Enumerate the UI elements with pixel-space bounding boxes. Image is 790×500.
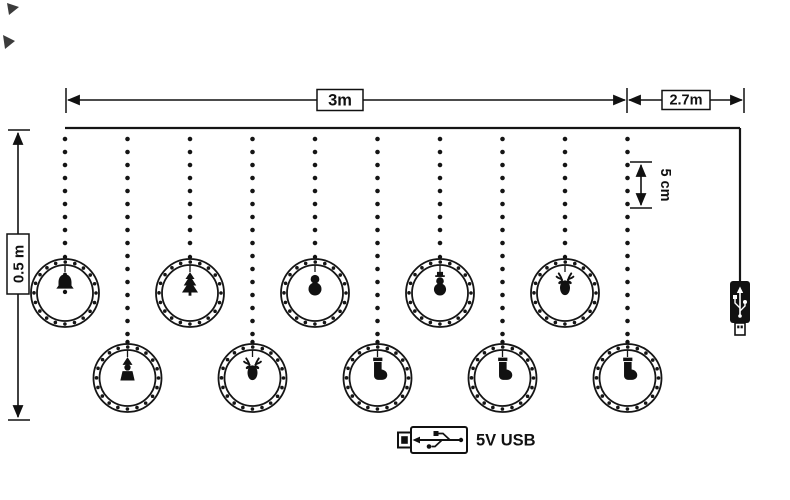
power-legend: 5V USB: [397, 426, 536, 454]
ring-leds: [532, 260, 598, 326]
ring-outer: [280, 258, 350, 328]
ring-leds: [407, 260, 473, 326]
light-string: [530, 136, 600, 328]
usb-plug-trident-square: [433, 431, 439, 436]
ornament-snowman-hat-icon: [433, 271, 447, 296]
dim-label-box-0-5m: [6, 233, 30, 295]
light-string: [155, 136, 225, 328]
ring-leds: [469, 345, 536, 411]
ornament-stocking-icon: [498, 357, 513, 380]
usb-contact-2: [740, 325, 743, 329]
ring-hook: [187, 254, 193, 260]
ring-outer: [155, 258, 225, 328]
ring-leds: [94, 345, 161, 411]
usb-plug-trident-branch-down: [431, 439, 443, 448]
usb-connector-icon: [730, 281, 750, 336]
dimension-label-3m: 3m: [328, 92, 352, 110]
ring-hook: [375, 339, 380, 345]
light-string: [592, 136, 663, 413]
usb-trident-branch-left: [734, 299, 741, 309]
ring-outer: [217, 343, 288, 413]
usb-metal-tip: [734, 322, 746, 336]
usb-plug-trident-circle: [426, 444, 432, 449]
usb-trident-branch-right: [739, 304, 746, 312]
usb-plug-trident-arrow: [412, 436, 420, 444]
light-string: [405, 136, 475, 328]
ring-leds: [32, 260, 98, 326]
ornament-snowman-icon: [308, 274, 322, 296]
ornament-santa-icon: [120, 357, 135, 381]
light-string: [467, 136, 538, 413]
ring-hook: [437, 254, 443, 260]
ornament-bell-icon: [56, 272, 74, 295]
ring-outer: [92, 343, 163, 413]
ring-leds: [219, 345, 286, 411]
dim-label-box-3m: [316, 88, 364, 112]
light-string: [92, 136, 163, 413]
dimension-label-0-5m: 0.5 m: [11, 245, 28, 283]
top-dimension: 3m 2.7m: [65, 88, 745, 113]
ring-outer: [30, 258, 100, 328]
ring-hook: [125, 339, 130, 345]
light-string: [217, 136, 288, 413]
left-dimension: 0.5 m: [6, 129, 30, 421]
light-string: [342, 136, 413, 413]
power-label: 5V USB: [476, 432, 536, 450]
ring-outer: [342, 343, 413, 413]
ornament-stocking-icon: [373, 357, 388, 380]
ornament-stocking-icon: [623, 357, 638, 380]
ring-outer: [405, 258, 475, 328]
light-strings-layer: [30, 136, 663, 413]
ring-leds: [157, 260, 223, 326]
ring-outer: [467, 343, 538, 413]
ring-leds: [282, 260, 348, 326]
corner-artifact: [3, 3, 19, 49]
dimension-label-5cm: 5 cm: [657, 168, 673, 201]
ring-leds: [344, 345, 411, 411]
usb-trident-circle: [743, 300, 747, 304]
ornament-deer-icon: [555, 272, 575, 297]
ring-hook: [625, 339, 630, 345]
main-wire: [65, 126, 742, 282]
ornament-tree-icon: [181, 272, 199, 296]
light-string: [30, 136, 100, 328]
ring-outer: [530, 258, 600, 328]
usb-plug-tip-contact: [401, 436, 408, 444]
dim-label-box-2-7m: [661, 89, 711, 111]
usb-trident-square: [733, 295, 737, 299]
ring-outer: [592, 343, 663, 413]
ring-leds: [594, 345, 661, 411]
usb-contact-1: [737, 325, 740, 329]
spacing-dimension: 5 cm: [630, 161, 673, 209]
usb-plug-trident-branch-up: [438, 432, 451, 441]
ornament-deer-icon: [243, 357, 262, 382]
ring-hook: [312, 254, 318, 260]
ring-hook: [250, 339, 255, 345]
usb-trident-arrow: [736, 286, 744, 293]
ring-hook: [562, 254, 568, 260]
light-string: [280, 136, 350, 328]
dimension-label-2-7m: 2.7m: [669, 93, 702, 109]
ring-hook: [500, 339, 505, 345]
ring-hook: [62, 254, 68, 260]
